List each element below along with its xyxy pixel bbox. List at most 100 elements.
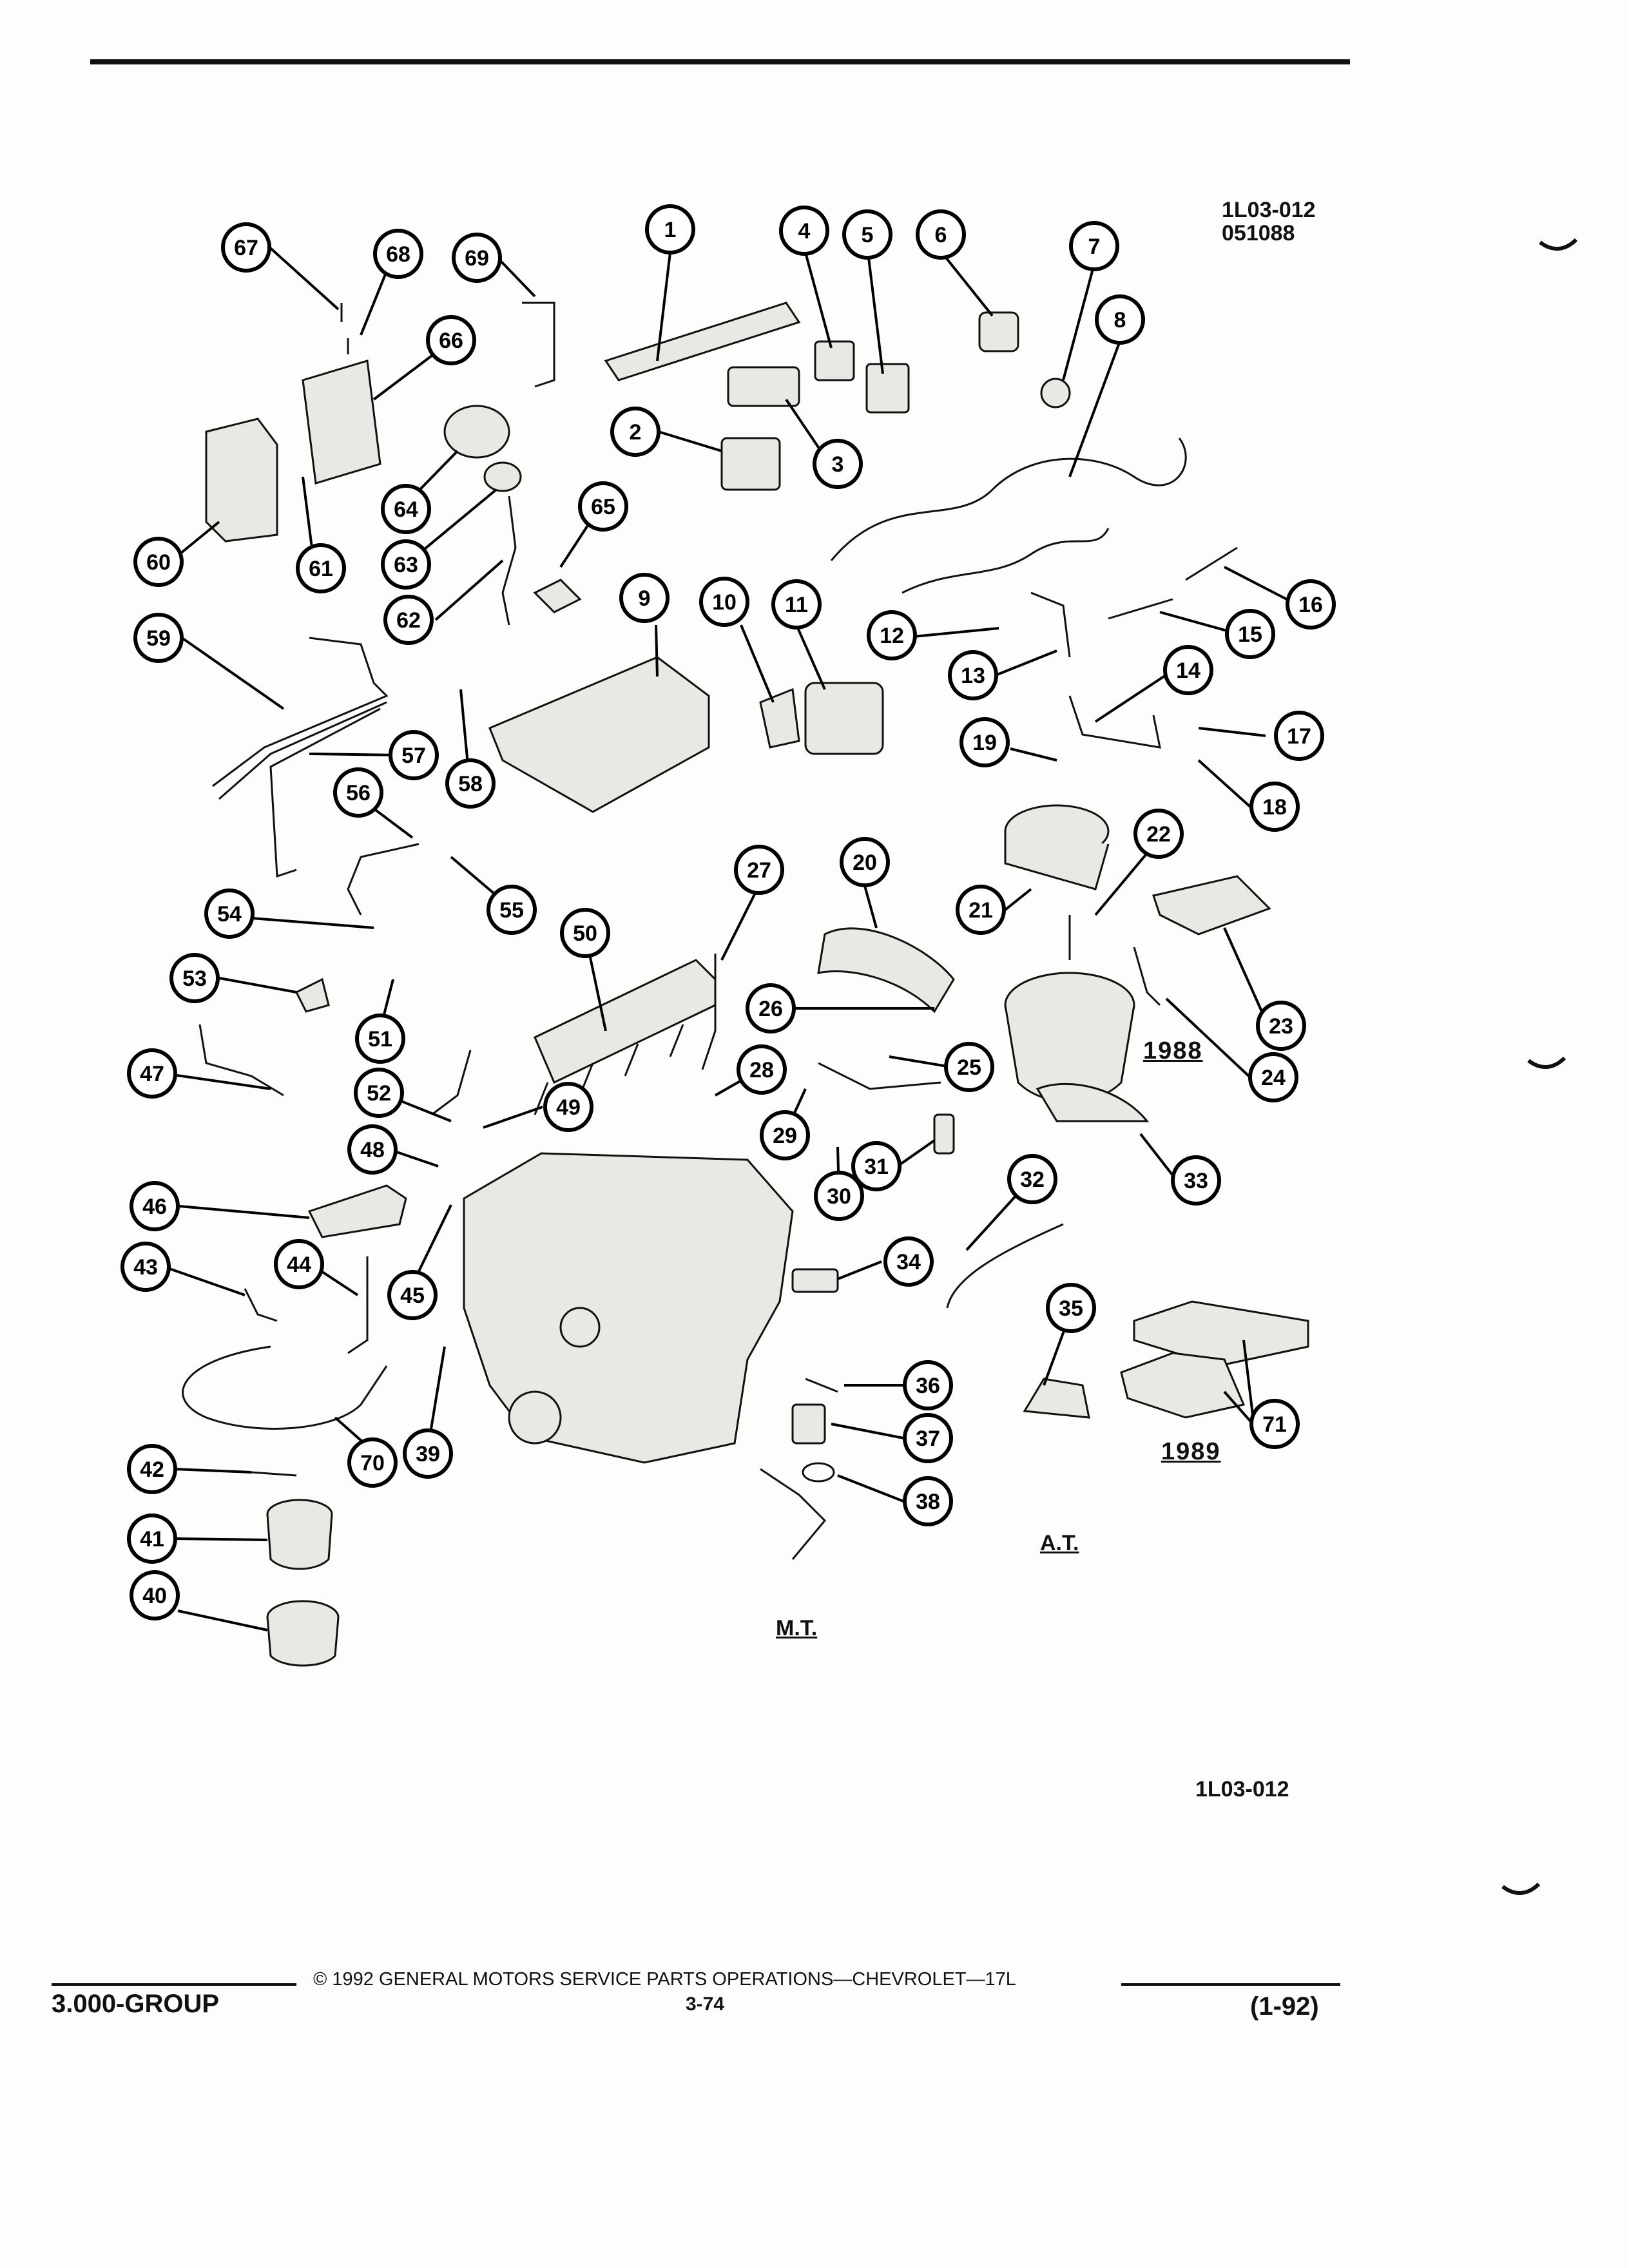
callout-circle — [1007, 1154, 1057, 1204]
callout-number: 68 — [386, 242, 410, 267]
footer-rule-right — [1121, 1983, 1340, 1986]
part-hose-56 — [347, 843, 419, 916]
callout-41: 41 — [127, 1514, 177, 1564]
part-tube-25 — [818, 1062, 941, 1090]
callout-number: 14 — [1176, 658, 1200, 683]
callout-circle — [956, 885, 1006, 935]
callout-number: 46 — [142, 1195, 167, 1219]
part-air-duct-20 — [817, 927, 955, 1014]
callout-number: 61 — [309, 557, 333, 581]
callout-circle — [619, 573, 670, 623]
callout-24: 24 — [1248, 1052, 1298, 1102]
callout-number: 25 — [957, 1055, 981, 1080]
callout-number: 17 — [1287, 724, 1311, 749]
part-intake-manifold-9 — [488, 656, 710, 813]
callout-circle — [133, 613, 184, 663]
callout-number: 5 — [862, 223, 874, 247]
part-sensor-37 — [791, 1403, 826, 1445]
callout-13: 13 — [948, 650, 998, 700]
part-crank-pulley — [508, 1390, 562, 1445]
footer-group: 3.000-GROUP — [52, 1990, 220, 2018]
callout-21: 21 — [956, 885, 1006, 935]
callout-61: 61 — [296, 543, 346, 593]
callout-10: 10 — [699, 577, 749, 627]
callout-circle — [645, 204, 695, 255]
callout-number: 55 — [499, 898, 524, 923]
callout-31: 31 — [851, 1141, 901, 1191]
part-bracket-69 — [522, 302, 555, 388]
callout-number: 35 — [1059, 1296, 1083, 1321]
callout-circle — [903, 1476, 953, 1526]
part-o-ring-38 — [802, 1462, 835, 1483]
callout-circle — [387, 1270, 438, 1320]
part-module-3 — [727, 366, 800, 407]
part-fitting-16 — [1185, 546, 1238, 581]
binding-mark-bottom — [1501, 1882, 1540, 1896]
callout-circle — [389, 730, 439, 780]
callout-number: 20 — [853, 850, 877, 875]
callout-1: 1 — [645, 204, 695, 255]
callout-circle — [737, 1044, 787, 1095]
callout-number: 9 — [639, 586, 651, 611]
callout-43: 43 — [120, 1242, 171, 1292]
callout-30: 30 — [814, 1171, 864, 1221]
callout-number: 45 — [400, 1283, 425, 1308]
callout-number: 4 — [798, 219, 811, 244]
callout-number: 53 — [182, 966, 207, 991]
callout-number: 37 — [916, 1427, 940, 1451]
callout-22: 22 — [1133, 809, 1184, 859]
callout-number: 65 — [591, 495, 615, 519]
callout-39: 39 — [403, 1428, 453, 1479]
part-sensor-31 — [933, 1113, 955, 1155]
callout-3: 3 — [813, 439, 863, 489]
diagram-code-line-2: 051088 — [1222, 221, 1295, 245]
part-cover-71-top — [1133, 1300, 1309, 1367]
callout-42: 42 — [127, 1444, 177, 1494]
callout-58: 58 — [445, 758, 496, 809]
callout-34: 34 — [883, 1236, 934, 1287]
callout-20: 20 — [840, 837, 890, 887]
footer-revision: (1-92) — [1250, 1992, 1319, 2021]
part-clip-42 — [251, 1471, 297, 1477]
part-wiring-harness-8 — [830, 437, 1187, 594]
callout-circle — [771, 579, 822, 629]
callout-circle — [760, 1110, 810, 1160]
part-mt-bracket — [760, 1468, 827, 1560]
part-mount-35 — [1023, 1378, 1090, 1419]
callout-47: 47 — [127, 1048, 177, 1099]
callout-number: 18 — [1262, 795, 1287, 820]
callout-number: 39 — [416, 1442, 440, 1466]
callout-circle — [734, 845, 784, 895]
callout-56: 56 — [333, 767, 383, 818]
part-module-2 — [720, 437, 781, 491]
callout-40: 40 — [130, 1570, 180, 1620]
callout-32: 32 — [1007, 1154, 1057, 1204]
callout-68: 68 — [373, 229, 423, 279]
callout-number: 36 — [916, 1374, 940, 1398]
callout-number: 51 — [368, 1027, 392, 1052]
callout-62: 62 — [383, 595, 434, 645]
callout-66: 66 — [426, 315, 476, 365]
callout-9: 9 — [619, 573, 670, 623]
callout-number: 71 — [1262, 1412, 1287, 1437]
callout-number: 42 — [140, 1457, 164, 1482]
callout-37: 37 — [903, 1413, 953, 1463]
part-plate-65 — [533, 579, 582, 613]
part-hose-44 — [347, 1256, 369, 1354]
callout-4: 4 — [779, 206, 829, 256]
callout-circle — [840, 837, 890, 887]
part-timing-cover — [559, 1307, 601, 1348]
callout-circle — [127, 1514, 177, 1564]
callout-circle — [543, 1082, 593, 1132]
callout-70: 70 — [347, 1437, 398, 1488]
part-gasket-63 — [483, 461, 522, 492]
callout-17: 17 — [1274, 711, 1324, 761]
callout-36: 36 — [903, 1360, 953, 1410]
callout-number: 2 — [630, 420, 642, 445]
callout-57: 57 — [389, 730, 439, 780]
callout-circle — [1163, 645, 1213, 695]
callout-circle — [903, 1360, 953, 1410]
callout-circle — [120, 1242, 171, 1292]
callout-2: 2 — [610, 407, 660, 457]
